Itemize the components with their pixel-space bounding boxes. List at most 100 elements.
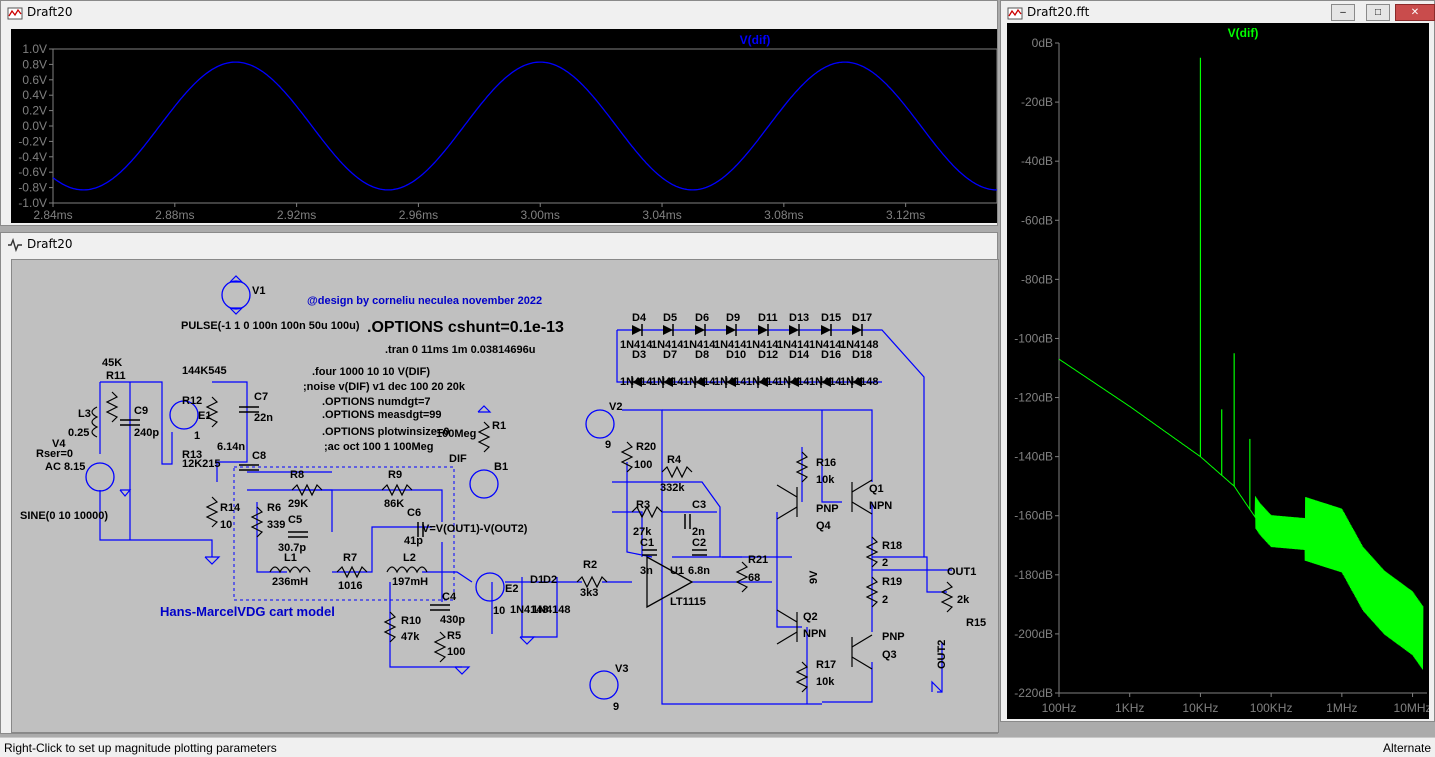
label-e1: E1 — [198, 410, 211, 422]
label-9v: 9V — [808, 570, 820, 584]
inductor-symbols — [91, 406, 428, 574]
label-c7: C7 — [254, 391, 268, 403]
diode-bottom-symbol — [821, 377, 831, 387]
label-tran: .tran 0 11ms 1m 0.03814696u — [385, 344, 535, 356]
waveform-x-tick-label: 2.84ms — [33, 208, 72, 222]
waveform-y-tick-label: 0.4V — [22, 88, 47, 102]
label-bv: V=V(OUT1)-V(OUT2) — [422, 523, 528, 535]
fft-chart[interactable]: 0dB-20dB-40dB-60dB-80dB-100dB-120dB-140d… — [1007, 23, 1431, 719]
ground-symbols — [119, 275, 943, 693]
diode-top-symbol — [663, 325, 673, 335]
label-c8: C8 — [252, 450, 266, 462]
label-c1-value: 3n — [640, 565, 653, 577]
label-r12-value: 144K545 — [182, 365, 227, 377]
label-measdgt: .OPTIONS measdgt=99 — [322, 409, 442, 421]
diode-bottom-part: 1N414 — [746, 376, 779, 388]
label-e2: E2 — [505, 583, 518, 595]
schematic-canvas[interactable]: V1 PULSE(-1 1 0 100n 100n 50u 100u) @des… — [11, 259, 999, 733]
waveform-y-tick-label: -0.6V — [18, 165, 47, 179]
label-r19: R19 — [882, 576, 902, 588]
label-r8-value: 29K — [288, 498, 308, 510]
diode-bottom-part: 1N4148 — [840, 376, 879, 388]
label-out1: OUT1 — [947, 566, 976, 578]
opamp-u1-symbol — [646, 555, 694, 609]
waveform-y-tick-label: 0.0V — [22, 119, 47, 133]
label-r15-value: 2k — [957, 594, 970, 606]
diode-top-symbol — [758, 325, 768, 335]
diode-top-label: D13 — [789, 312, 809, 324]
label-l3: L3 — [78, 408, 91, 420]
status-text: Right-Click to set up magnitude plotting… — [4, 741, 277, 755]
label-r11: R11 — [106, 370, 126, 382]
diode-top-label: D11 — [758, 312, 778, 324]
waveform-x-tick-label: 3.04ms — [642, 208, 681, 222]
waveform-x-tick-label: 2.92ms — [277, 208, 316, 222]
status-bar: Right-Click to set up magnitude plotting… — [0, 737, 1435, 757]
waveform-window-title: Draft20 — [27, 5, 73, 19]
diode-bottom-part: 1N414 — [777, 376, 810, 388]
schematic-window-title: Draft20 — [27, 237, 73, 251]
fft-x-tick-label: 1MHz — [1326, 701, 1357, 715]
label-r2-value: 3k3 — [580, 587, 598, 599]
schematic-window-icon — [8, 237, 22, 253]
label-options-cshunt: .OPTIONS cshunt=0.1e-13 — [367, 319, 564, 336]
diode-bottom-part: 1N414 — [620, 376, 653, 388]
minimize-button[interactable]: – — [1331, 4, 1355, 21]
schematic-window[interactable]: Draft20 — [0, 232, 999, 734]
label-e1-value: 1 — [194, 430, 200, 442]
waveform-titlebar[interactable]: Draft20 — [1, 1, 997, 25]
label-r19-value: 2 — [882, 594, 888, 606]
waveform-y-tick-label: -0.8V — [18, 181, 47, 195]
waveform-chart[interactable]: 1.0V0.8V0.6V0.4V0.2V0.0V-0.2V-0.4V-0.6V-… — [11, 29, 998, 223]
fft-window[interactable]: Draft20.fft – □ ✕ 0dB-20dB-40dB-60dB-80d… — [1000, 0, 1435, 722]
diode-top-part: 1N414 — [777, 339, 810, 351]
diode-top-symbol — [726, 325, 736, 335]
label-q3: Q3 — [882, 649, 897, 661]
capacitor-symbols — [120, 406, 707, 611]
diode-top-part: 1N414 — [714, 339, 747, 351]
label-c4: C4 — [442, 591, 457, 603]
diode-labels: D4D31N4141N414D5D71N4141N414D6D81N4141N4… — [620, 312, 879, 388]
waveform-y-tick-label: 1.0V — [22, 42, 47, 56]
label-e2-value: 10 — [493, 605, 505, 617]
diode-bottom-label: D3 — [632, 349, 646, 361]
label-pulse: PULSE(-1 1 0 100n 100n 50u 100u) — [181, 320, 360, 332]
waveform-y-tick-label: 0.2V — [22, 104, 47, 118]
label-r13-value: 12K215 — [182, 458, 221, 470]
schematic-drawing[interactable]: V1 PULSE(-1 1 0 100n 100n 50u 100u) @des… — [12, 260, 998, 732]
diode-bottom-label: D10 — [726, 349, 746, 361]
label-r20: R20 — [636, 441, 656, 453]
label-c9-value: 240p — [134, 427, 159, 439]
diode-top-part: 1N414 — [651, 339, 684, 351]
fft-y-tick-label: -60dB — [1021, 213, 1053, 227]
label-r1-value: 100Meg — [436, 428, 476, 440]
diode-top-symbol — [821, 325, 831, 335]
waveform-y-tick-label: 0.6V — [22, 73, 47, 87]
diode-bottom-label: D16 — [821, 349, 841, 361]
label-r10: R10 — [401, 615, 421, 627]
label-d1: D1 — [530, 574, 544, 586]
fft-titlebar[interactable]: Draft20.fft – □ ✕ — [1001, 1, 1435, 23]
label-c7-value: 22n — [254, 412, 273, 424]
label-r13: R13 — [182, 449, 202, 461]
label-l2: L2 — [403, 552, 416, 564]
maximize-button[interactable]: □ — [1366, 4, 1390, 21]
label-numdgt: .OPTIONS numdgt=7 — [322, 396, 430, 408]
waveform-x-tick-label: 3.08ms — [764, 208, 803, 222]
label-c1: C1 — [640, 537, 654, 549]
label-v2-value: 9 — [605, 439, 611, 451]
fft-plot-area[interactable]: 0dB-20dB-40dB-60dB-80dB-100dB-120dB-140d… — [1007, 23, 1432, 719]
label-c3-value: 2n — [692, 526, 705, 538]
diode-top-symbol — [789, 325, 799, 335]
label-l1: L1 — [284, 552, 297, 564]
label-r17-value: 10k — [816, 676, 835, 688]
diode-top-label: D5 — [663, 312, 677, 324]
label-r6-value: 339 — [267, 519, 285, 531]
label-r12: R12 — [182, 395, 202, 407]
diode-bottom-label: D12 — [758, 349, 778, 361]
label-r14: R14 — [220, 502, 241, 514]
close-button[interactable]: ✕ — [1395, 4, 1435, 21]
schematic-titlebar[interactable]: Draft20 — [1, 233, 997, 257]
